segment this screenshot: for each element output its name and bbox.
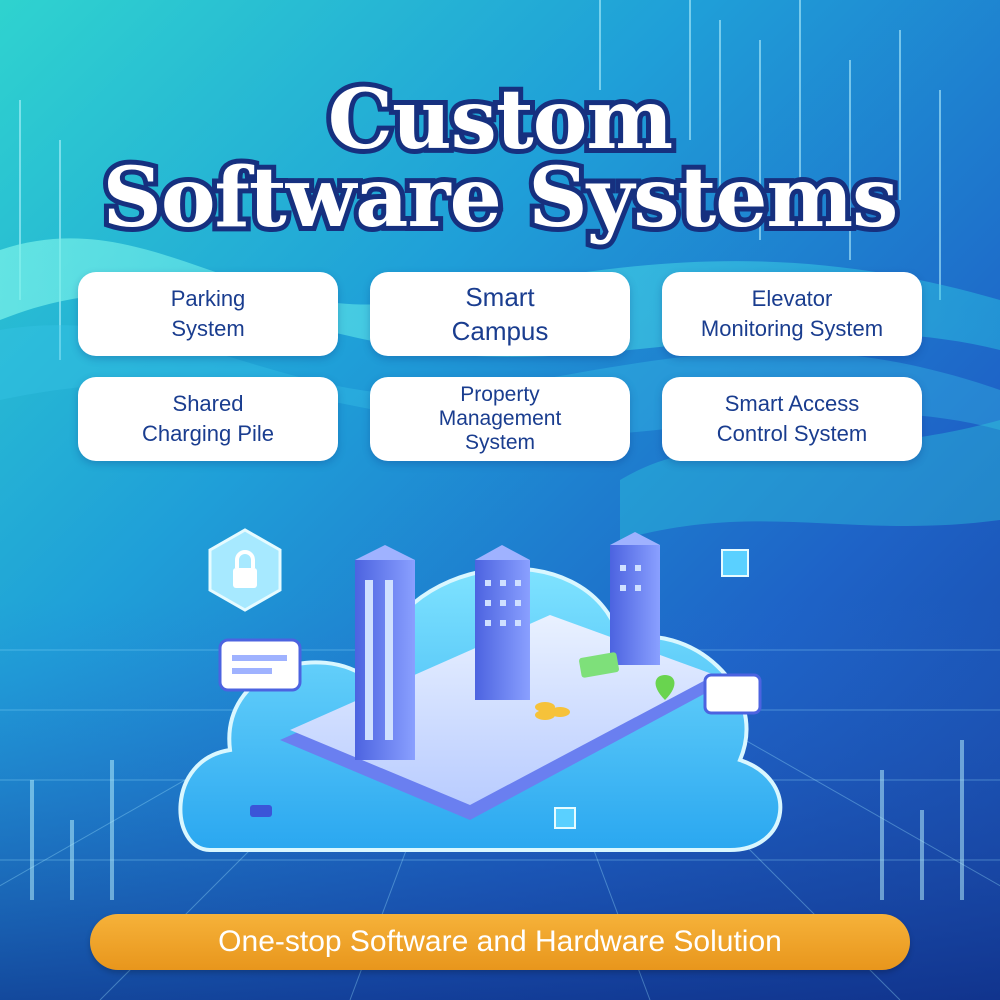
card-smart-access-control: Smart Access Control System [662,377,922,461]
cube-icon [721,549,749,577]
car-icon [250,805,272,817]
map-pin-icon [655,675,675,700]
card-smart-campus: Smart Campus [370,272,630,356]
card-icon [579,652,619,678]
card-elevator-monitoring: Elevator Monitoring System [662,272,922,356]
chat-bubble-icon [218,638,762,715]
solution-banner: One-stop Software and Hardware Solution [90,914,910,970]
lock-icon [208,528,282,612]
card-parking-system: Parking System [78,272,338,356]
title-line-2: Software Systems [98,145,904,251]
title-line-1: Custom [323,67,678,173]
coin-icon [535,702,570,720]
card-label: Smart Campus [451,282,549,346]
card-label: Shared Charging Pile [141,391,275,446]
card-label: Elevator Monitoring System [700,286,884,341]
smart-city-illustration [178,528,783,852]
card-property-management: Property Management System [370,377,630,461]
card-label: Parking System [170,286,246,341]
card-label: Smart Access Control System [716,391,868,446]
cube-icon [554,807,576,829]
card-label: Property Management System [438,383,562,454]
card-shared-charging-pile: Shared Charging Pile [78,377,338,461]
building-towers [355,532,660,760]
